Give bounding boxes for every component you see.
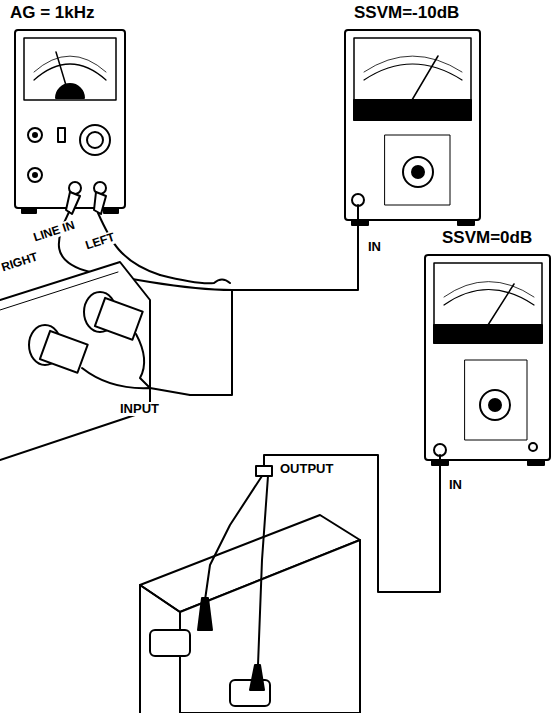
terminal-label: IN (366, 240, 383, 254)
signal-label: INPUT (118, 402, 161, 416)
signal-label: OUTPUT (278, 462, 335, 476)
voltmeter-reading: SSVM=-10dB (352, 4, 461, 23)
voltmeter-reading: SSVM=0dB (440, 229, 534, 248)
channel-label: LEFT (82, 230, 118, 253)
panel-label: LINE IN (30, 218, 78, 245)
generator-setting: AG = 1kHz (8, 4, 97, 23)
terminal-label: IN (447, 478, 464, 492)
channel-label: RIGHT (0, 250, 41, 275)
